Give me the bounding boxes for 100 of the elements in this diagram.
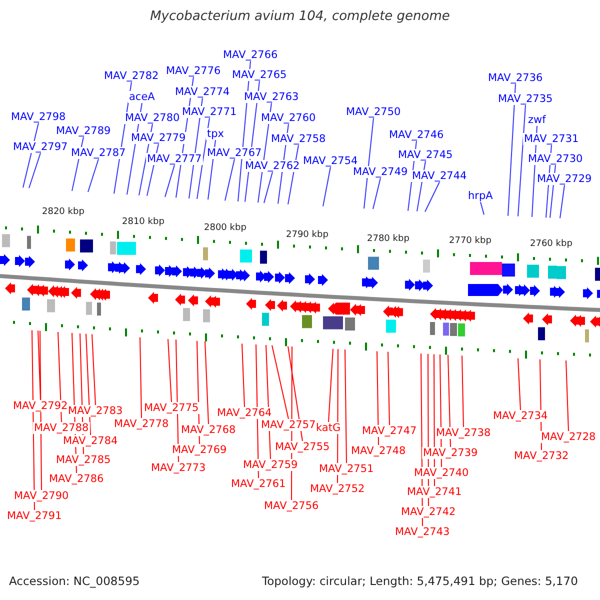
leader-line: [328, 348, 334, 422]
gene-label: MAV_2729: [536, 173, 593, 185]
leader-line: [140, 336, 142, 418]
scale-label: 2790 kbp: [286, 230, 328, 240]
scale-label: 2770 kbp: [449, 236, 492, 246]
gene-label: MAV_2751: [318, 463, 375, 475]
gene-label: MAV_2740: [413, 467, 470, 479]
gene-label: MAV_2775: [143, 402, 200, 414]
gene-label: MAV_2749: [352, 166, 409, 178]
gene-label: MAV_2769: [171, 444, 228, 456]
gene-label: MAV_2779: [130, 132, 187, 144]
scale-label: 2760 kbp: [530, 238, 572, 248]
gene-label: MAV_2771: [181, 106, 238, 118]
diagram-title: Mycobacterium avium 104, complete genome: [149, 9, 451, 24]
gene-label: MAV_2741: [406, 486, 463, 498]
leader-line: [242, 343, 245, 408]
gene-label: katG: [315, 422, 342, 434]
leader-line: [28, 152, 41, 188]
gene-label: MAV_2728: [540, 431, 597, 443]
leader-line: [344, 349, 347, 464]
gene-label: MAV_2762: [244, 160, 301, 172]
gene-label: MAV_2797: [12, 141, 69, 153]
leader-line: [88, 158, 99, 192]
gene-label: MAV_2791: [6, 510, 63, 522]
gene-label: zwf: [527, 114, 547, 126]
leader-line: [272, 344, 289, 420]
gene-label: hrpA: [467, 190, 494, 202]
gene-label: MAV_2755: [274, 441, 331, 453]
leader-line: [480, 202, 484, 216]
gene-label: tpx: [206, 128, 225, 140]
leader-line: [288, 346, 303, 442]
gene-label: MAV_2790: [13, 490, 70, 502]
gene-label: MAV_2773: [150, 462, 207, 474]
gene-label: MAV_2784: [62, 435, 119, 447]
leader-line: [518, 358, 521, 410]
gene-label: MAV_2777: [146, 153, 203, 165]
leader-line: [518, 104, 526, 217]
leader-line: [86, 333, 91, 436]
gene-label: MAV_2735: [497, 93, 554, 105]
gene-label: MAV_2738: [435, 427, 492, 439]
gene-label: MAV_2764: [216, 407, 273, 419]
gene-label: MAV_2765: [231, 69, 288, 81]
gene-label: MAV_2758: [270, 133, 327, 145]
gene-label: MAV_2766: [222, 49, 279, 61]
gene-label: MAV_2736: [487, 72, 544, 84]
gene-label: MAV_2768: [180, 424, 237, 436]
genome-info-text: Topology: circular; Length: 5,475,491 bp; Genes: 5,170: [262, 574, 578, 588]
leader-line: [264, 172, 273, 204]
leader-line: [40, 330, 42, 490]
scale-label: 2820 kbp: [42, 206, 84, 216]
gene-label: MAV_2785: [55, 454, 112, 466]
gene-label: MAV_2743: [394, 526, 451, 538]
gene-label: MAV_2744: [411, 170, 468, 182]
gene-label: MAV_2788: [33, 422, 90, 434]
gene-label: MAV_2778: [113, 418, 170, 430]
gene-label: MAV_2787: [70, 147, 127, 159]
leader-line: [388, 351, 390, 426]
leader-line: [364, 118, 374, 210]
gene-label: MAV_2798: [10, 111, 67, 123]
gene-label: MAV_2739: [422, 447, 479, 459]
gene-label: MAV_2732: [513, 450, 570, 462]
leader-line: [58, 331, 62, 422]
gene-label: MAV_2747: [361, 425, 418, 437]
gene-label: MAV_2763: [243, 91, 300, 103]
leader-line: [168, 338, 172, 402]
gene-label: MAV_2756: [263, 500, 320, 512]
leader-line: [224, 158, 235, 202]
leader-line: [560, 184, 565, 219]
gene-label: MAV_2767: [206, 147, 263, 159]
gene-label: MAV_2786: [48, 473, 105, 485]
gene-label: MAV_2789: [55, 125, 112, 137]
gene-label: MAV_2782: [103, 70, 160, 82]
scale-label: 2800 kbp: [204, 222, 246, 232]
gene-label: aceA: [128, 91, 156, 103]
gene-label: MAV_2757: [260, 419, 317, 431]
leader-line: [92, 334, 96, 406]
gene-label: MAV_2759: [242, 459, 299, 471]
scale-label: 2810 kbp: [122, 216, 164, 226]
gene-label: MAV_2761: [230, 478, 287, 490]
gene-label: MAV_2745: [397, 149, 454, 161]
gene-label: MAV_2752: [309, 483, 366, 495]
gene-label: MAV_2746: [388, 129, 445, 141]
gene-label: MAV_2748: [350, 445, 407, 457]
leader-line: [448, 354, 451, 448]
gene-label: MAV_2783: [67, 405, 124, 417]
gene-label: MAV_2730: [527, 153, 584, 165]
leader-line: [322, 166, 331, 207]
gene-label: MAV_2750: [345, 106, 402, 118]
leader-line: [376, 350, 379, 446]
leader-line: [164, 164, 175, 198]
scale-label: 2780 kbp: [367, 234, 410, 244]
gene-label: MAV_2731: [523, 133, 580, 145]
leader-line: [508, 84, 516, 216]
accession-text: Accession: NC_008595: [9, 574, 140, 588]
gene-label: MAV_2780: [124, 112, 181, 124]
leader-line: [372, 178, 381, 210]
gene-label: MAV_2792: [12, 400, 69, 412]
gene-label: MAV_2760: [260, 112, 317, 124]
leader-line: [462, 355, 464, 428]
gene-label: MAV_2734: [492, 410, 549, 422]
